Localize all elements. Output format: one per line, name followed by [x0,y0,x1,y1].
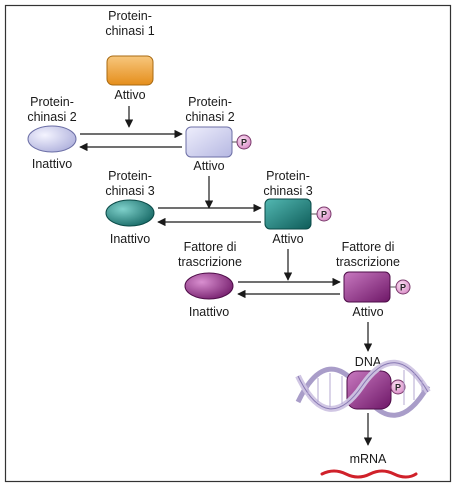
tf-active-name-line2: trascrizione [336,255,400,269]
phosphate-icon [316,206,332,222]
kinase1-state: Attivo [114,88,145,102]
kinase1-name-line1: Protein- [108,9,152,23]
kinase2-inactive-group: Protein- chinasi 2 Inattivo [27,95,76,171]
kinase3-active-group: Protein- chinasi 3 P Attivo [263,169,332,246]
tf-inactive-name-line2: trascrizione [178,255,242,269]
kinase2-inactive-shape [27,125,77,153]
tf-active-name-line1: Fattore di [342,240,395,254]
phosphate-label: P [241,138,247,148]
mrna-label: mRNA [350,452,387,466]
kinase1-group: Protein- chinasi 1 Attivo [105,9,154,102]
kinase2-active-name-line2: chinasi 2 [185,110,234,124]
phosphate-label: P [400,283,406,293]
tf-active-state: Attivo [352,305,383,319]
kinase3-inactive-shape [105,199,155,227]
kinase2-active-name-line1: Protein- [188,95,232,109]
tf-active-group: Fattore di trascrizione P Attivo [336,240,411,319]
phosphate-icon [236,134,252,150]
kinase2-active-state: Attivo [193,159,224,173]
kinase2-inactive-state: Inattivo [32,157,72,171]
dna-label: DNA [355,355,382,369]
kinase3-inactive-state: Inattivo [110,232,150,246]
kinase3-active-state: Attivo [272,232,303,246]
kinase3-inactive-name-line1: Protein- [108,169,152,183]
phosphate-label: P [321,210,327,220]
dna-bound-factor-shape [346,370,392,410]
kinase2-active-group: Protein- chinasi 2 P Attivo [185,95,252,173]
kinase3-inactive-name-line2: chinasi 3 [105,184,154,198]
kinase3-active-shape [264,198,312,230]
kinase3-active-name-line2: chinasi 3 [263,184,312,198]
mrna-group: mRNA [320,452,418,479]
mrna-strand [320,469,418,479]
tf-inactive-state: Inattivo [189,305,229,319]
kinase1-name-line2: chinasi 1 [105,24,154,38]
tf-inactive-shape [184,272,234,300]
kinase2-inactive-name-line1: Protein- [30,95,74,109]
kinase3-active-name-line1: Protein- [266,169,310,183]
kinase2-active-shape [185,126,233,158]
tf-inactive-group: Fattore di trascrizione Inattivo [178,240,242,319]
dna-group: DNA P [295,355,431,418]
phosphate-icon [390,379,406,395]
phosphate-icon [395,279,411,295]
tf-active-shape [343,271,391,303]
kinase1-shape [106,55,154,86]
tf-inactive-name-line1: Fattore di [184,240,237,254]
kinase2-inactive-name-line2: chinasi 2 [27,110,76,124]
phosphate-label: P [395,383,401,393]
kinase3-inactive-group: Protein- chinasi 3 Inattivo [105,169,154,246]
